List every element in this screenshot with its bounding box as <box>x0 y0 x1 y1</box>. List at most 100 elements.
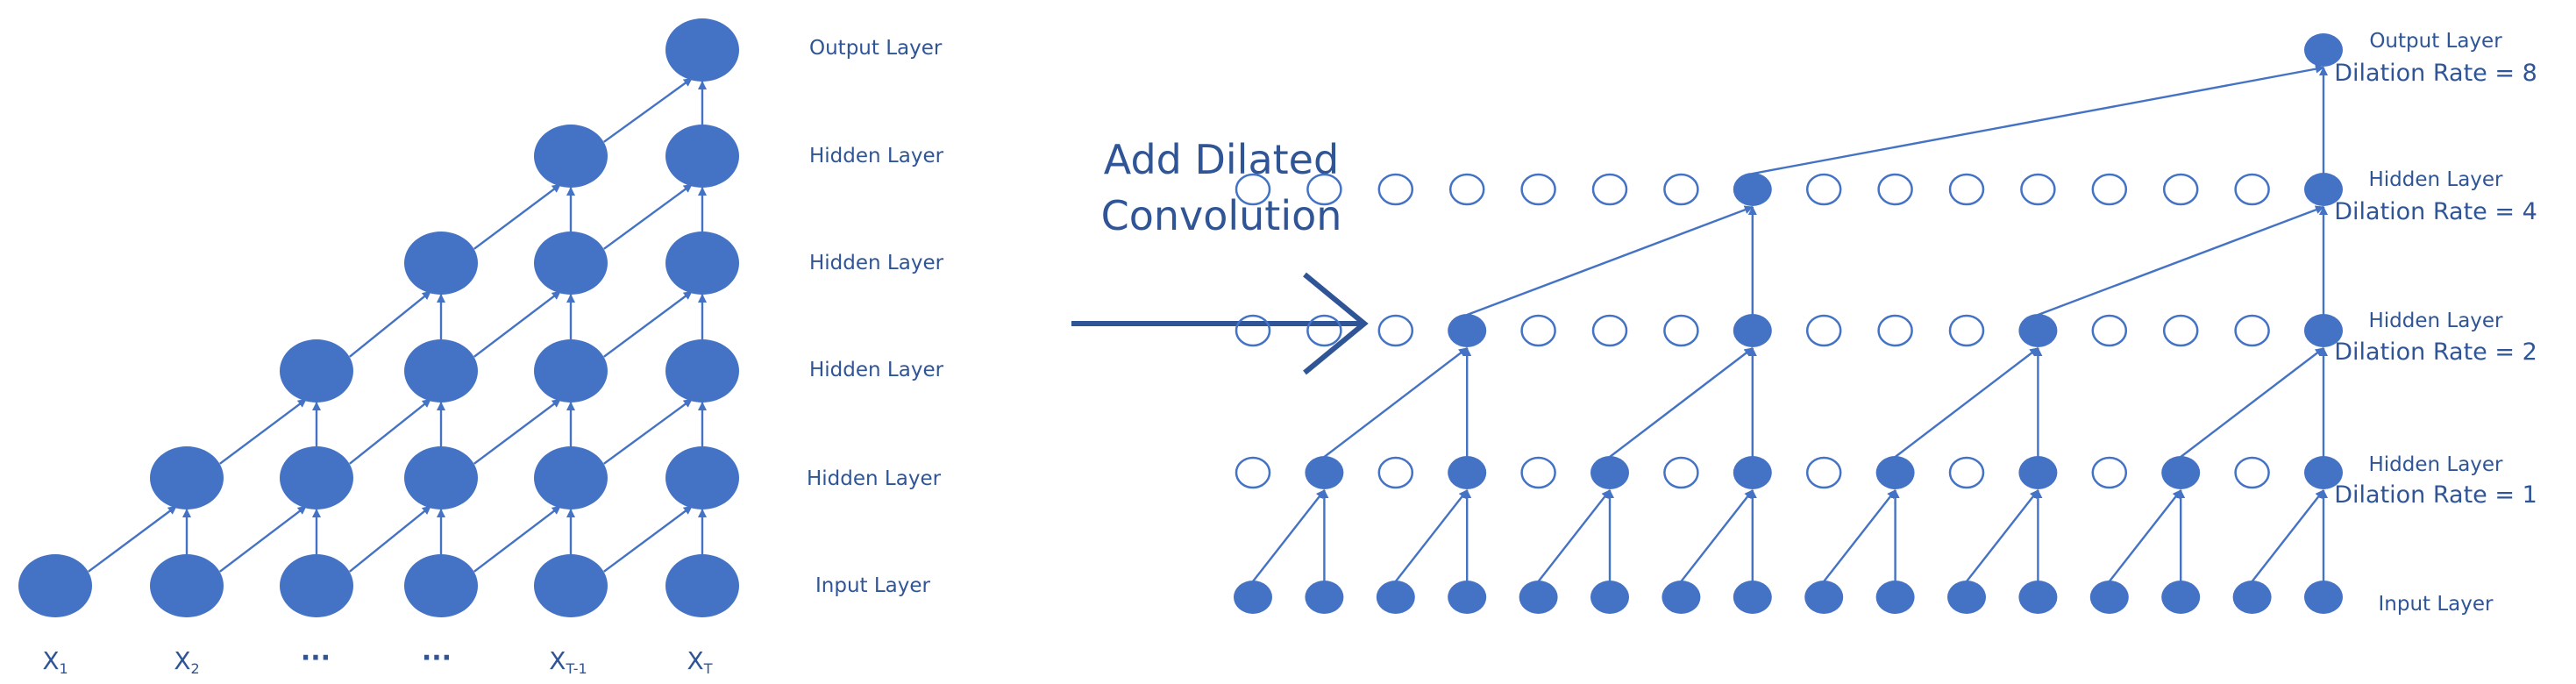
right-edge <box>1680 489 1754 582</box>
right-hidden-node-inactive <box>2162 314 2199 347</box>
left-hidden-node <box>404 232 478 295</box>
left-edge-diagonal <box>603 505 693 573</box>
left-hidden-node <box>404 339 478 403</box>
left-input-labels: X1 X2 ··· ··· XT-1 XT <box>42 643 712 677</box>
right-hidden-node-active <box>2304 314 2343 347</box>
right-layer-label-input: Input Layer <box>2379 593 2494 616</box>
dilation-rate-8-label: Dilation Rate = 8 <box>2334 60 2537 87</box>
left-input-node <box>280 554 353 617</box>
right-edge <box>1966 489 2039 582</box>
right-input-node <box>2018 581 2058 614</box>
convolution-text: Convolution <box>1101 192 1342 239</box>
right-input-node <box>2304 581 2343 614</box>
right-hidden-node-inactive <box>1663 456 1699 489</box>
right-edge-output <box>1752 64 2324 175</box>
right-output-node <box>2304 33 2343 67</box>
right-edge <box>2108 489 2182 582</box>
left-edge-diagonal <box>219 505 307 573</box>
right-hidden-node-inactive <box>1306 314 1342 347</box>
right-hidden-node-inactive <box>1306 173 1342 206</box>
right-hidden-node-inactive <box>2091 456 2128 489</box>
right-input-node <box>1305 581 1344 614</box>
right-layer-label-hidden-1: Hidden Layer <box>2368 453 2503 476</box>
right-hidden-node-inactive <box>1448 173 1485 206</box>
left-edge-diagonal <box>219 398 307 465</box>
right-edge <box>1466 205 1754 317</box>
right-hidden-node-inactive <box>2091 173 2128 206</box>
left-edge-diagonal <box>473 505 561 573</box>
right-input-node <box>1590 581 1629 614</box>
right-hidden-node-inactive <box>1877 314 1913 347</box>
right-hidden-node-inactive <box>1235 173 1271 206</box>
right-hidden-node-inactive <box>2091 314 2128 347</box>
right-input-node <box>1875 581 1915 614</box>
right-layer-label-hidden-3: Hidden Layer <box>2368 168 2503 191</box>
left-hidden-node <box>665 339 739 403</box>
right-edge <box>2251 489 2324 582</box>
right-arrow-icon <box>1071 272 1369 375</box>
right-hidden-node-active <box>1590 456 1629 489</box>
right-hidden-node-inactive <box>1377 456 1414 489</box>
dilation-rate-2-label: Dilation Rate = 2 <box>2334 338 2537 366</box>
left-layer-labels: Output Layer Hidden Layer Hidden Layer H… <box>807 37 944 597</box>
left-input-node <box>404 554 478 617</box>
right-hidden-node-inactive <box>2234 456 2270 489</box>
left-edge-diagonal <box>603 290 693 358</box>
right-input-node <box>1234 581 1272 614</box>
right-hidden-node-active <box>2018 314 2058 347</box>
right-layer-label-hidden-2: Hidden Layer <box>2368 310 2503 332</box>
right-hidden-node-active <box>2018 456 2058 489</box>
left-hidden-node <box>665 446 739 509</box>
right-hidden-node-active <box>2304 173 2343 206</box>
left-edge-diagonal <box>473 183 561 250</box>
left-edge-diagonal <box>603 398 693 465</box>
right-hidden-node-inactive <box>2162 173 2199 206</box>
right-edge <box>1823 489 1896 582</box>
dilation-rate-1-label: Dilation Rate = 1 <box>2334 481 2537 509</box>
right-hidden-node-inactive <box>2020 173 2056 206</box>
right-edge <box>1252 489 1326 582</box>
right-hidden-node-inactive <box>1663 173 1699 206</box>
right-hidden-node-inactive <box>1948 173 1985 206</box>
right-hidden-node-inactive <box>1591 173 1628 206</box>
left-edge-diagonal <box>88 505 177 573</box>
right-hidden-node-inactive <box>1591 314 1628 347</box>
right-hidden-node-active <box>1733 456 1772 489</box>
right-hidden-node-inactive <box>2234 314 2270 347</box>
right-input-node <box>1519 581 1558 614</box>
right-hidden-node-inactive <box>1377 314 1414 347</box>
input-label-ellipsis-2: ··· <box>422 643 452 673</box>
right-input-node <box>2161 581 2201 614</box>
left-hidden-node <box>665 125 739 188</box>
left-layer-label-hidden-4: Hidden Layer <box>809 145 944 167</box>
left-hidden-node <box>665 232 739 295</box>
left-output-node <box>665 18 739 82</box>
right-hidden-node-active <box>1733 173 1772 206</box>
left-input-node <box>18 554 92 617</box>
right-hidden-node-inactive <box>1520 314 1556 347</box>
right-edge <box>2037 205 2324 317</box>
left-diagram-nodes <box>18 18 739 617</box>
right-input-node <box>2089 581 2129 614</box>
left-diagram-edges <box>88 77 707 573</box>
right-edge <box>1394 489 1469 582</box>
right-edge <box>1537 489 1611 582</box>
input-label-ellipsis-1: ··· <box>301 643 331 673</box>
left-layer-label-hidden-2: Hidden Layer <box>809 359 944 381</box>
right-hidden-node-active <box>1448 456 1487 489</box>
left-layer-label-output: Output Layer <box>809 37 943 60</box>
left-hidden-node <box>534 232 608 295</box>
left-hidden-node <box>534 446 608 509</box>
input-label-xt-1: XT-1 <box>549 646 587 677</box>
right-hidden-node-inactive <box>1377 173 1414 206</box>
right-diagram-nodes <box>1234 33 2343 614</box>
right-hidden-node-inactive <box>1948 314 1985 347</box>
right-input-node <box>1804 581 1844 614</box>
left-hidden-node <box>404 446 478 509</box>
transition-section: Add Dilated Convolution <box>1071 136 1369 375</box>
left-edge-diagonal <box>473 290 561 358</box>
left-edge-diagonal <box>603 183 693 250</box>
right-input-node <box>1376 581 1415 614</box>
input-label-xt: XT <box>687 646 713 677</box>
